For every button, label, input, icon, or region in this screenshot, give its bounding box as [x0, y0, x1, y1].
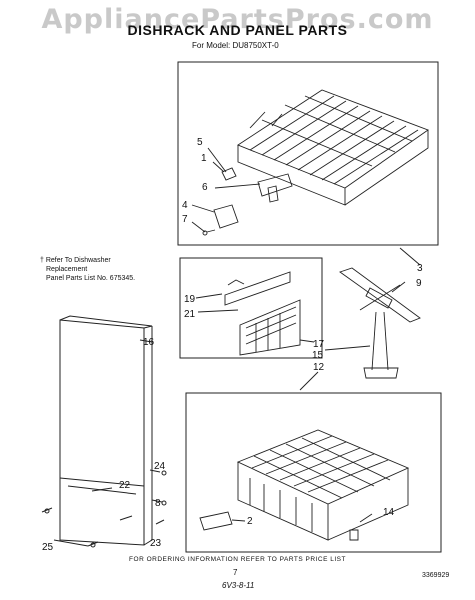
callout-6: 6: [202, 182, 208, 193]
callout-25: 25: [42, 542, 54, 553]
panel-parts-note: † Refer To Dishwasher Replacement Panel …: [40, 256, 135, 283]
callout-12: 12: [313, 362, 325, 373]
callout-7: 7: [182, 214, 188, 225]
page-title: DISHRACK AND PANEL PARTS: [127, 22, 348, 38]
callout-2: 2: [247, 516, 253, 527]
callout-15: 15: [312, 350, 324, 361]
note-line-3: Panel Parts List No. 675345.: [46, 275, 136, 282]
lower-rack-box: [185, 392, 442, 553]
spray-arm-illustration: [324, 267, 421, 379]
handwritten-code: 6V3-8-11: [222, 581, 255, 590]
lower-dishrack-illustration: [199, 429, 410, 541]
callout-4: 4: [182, 200, 188, 211]
panel-filter-box: [179, 257, 323, 359]
upper-dishrack-illustration: [237, 89, 429, 206]
panel-and-filter-illustration: [195, 271, 315, 356]
callout-14: 14: [383, 507, 395, 518]
callout-5: 5: [197, 137, 203, 148]
callout-3: 3: [417, 263, 423, 274]
callout-24: 24: [154, 461, 166, 472]
callout-22: 22: [119, 480, 131, 491]
page-number: 7: [233, 568, 238, 577]
upper-rack-box: [177, 61, 439, 246]
document-number: 3369929: [422, 572, 450, 579]
callout-labels: 5 1 6 4 7 3 9 19 21 17 15 12 16 24 22 8 …: [42, 137, 423, 553]
watermark: AppliancePartsPros.com: [41, 4, 434, 35]
note-line-1: † Refer To Dishwasher: [40, 257, 111, 264]
rack-stop-parts: [191, 147, 293, 236]
note-line-2: Replacement: [46, 266, 88, 273]
callout-1: 1: [201, 153, 207, 164]
callout-19: 19: [184, 294, 196, 305]
callout-9: 9: [416, 278, 422, 289]
ordering-info: FOR ORDERING INFORMATION REFER TO PARTS …: [129, 556, 346, 563]
callout-16: 16: [143, 337, 155, 348]
callout-21: 21: [184, 309, 196, 320]
model-label: For Model: DU8750XT-0: [192, 41, 279, 50]
door-panel-illustration: [41, 315, 167, 548]
callout-17: 17: [313, 339, 325, 350]
callout-23: 23: [150, 538, 162, 549]
callout-8: 8: [155, 498, 161, 509]
